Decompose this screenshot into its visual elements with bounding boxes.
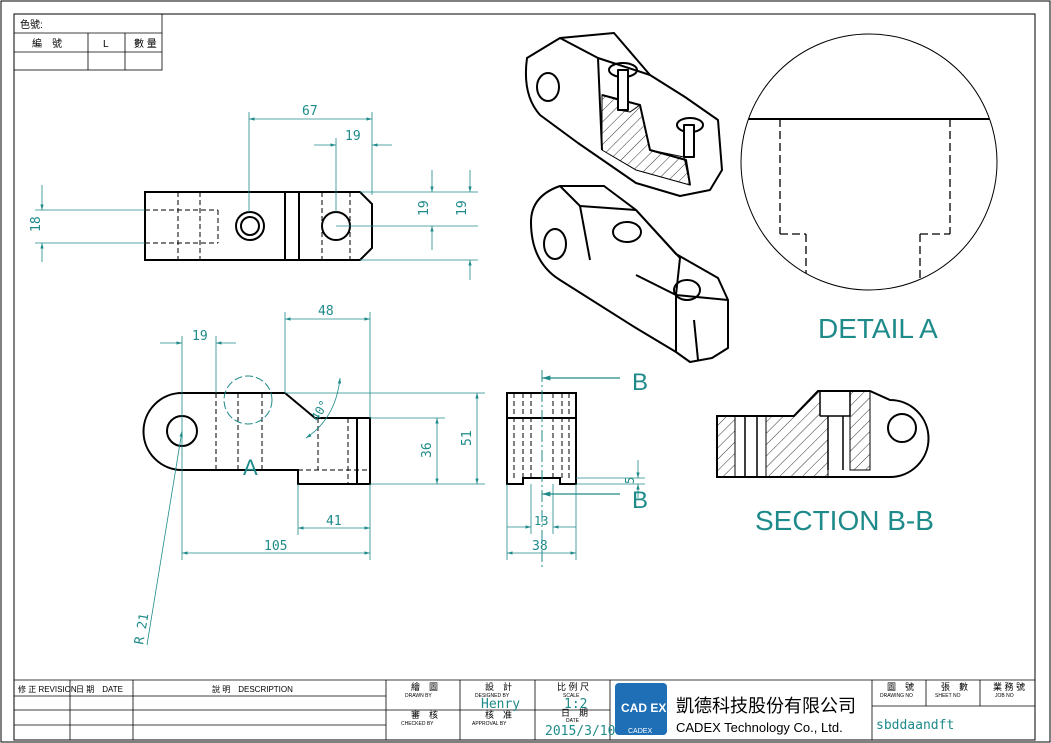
section-view <box>716 390 930 478</box>
dim-67: 67 <box>302 104 318 119</box>
designer-name: Henry <box>481 697 520 712</box>
dim-19-front: 19 <box>192 329 208 344</box>
section-title: SECTION B-B <box>755 505 934 536</box>
dim-36: 36 <box>420 442 435 458</box>
dim-41: 41 <box>326 514 342 529</box>
side-view-hidden <box>513 393 570 478</box>
dim-18: 18 <box>29 216 44 232</box>
section-hole-lines <box>744 391 851 477</box>
drawn-by-en: DRAWN BY <box>405 693 432 699</box>
drawing-no-label: 圖 號 <box>887 681 914 692</box>
isometric-view <box>530 185 729 363</box>
dim-5: 5 <box>623 477 637 484</box>
isometric-section-view <box>524 32 723 197</box>
front-view-dimensions <box>146 312 485 646</box>
dim-19-right-a: 19 <box>417 200 432 216</box>
drawing-value: sbddaandft <box>876 718 954 733</box>
side-view-dimensions <box>506 460 645 560</box>
col-no-header: 編 號 <box>32 37 62 50</box>
scale-value: 1:2 <box>564 697 587 712</box>
dim-angle: 40° <box>308 398 331 424</box>
drawn-by-label: 繪 圖 <box>411 681 438 692</box>
checked-by-en: CHECKED BY <box>401 721 434 727</box>
job-no-label: 業 務 號 <box>993 681 1025 692</box>
revision-header: 修 正 REVISION <box>18 684 77 694</box>
dim-r21: R 21 <box>132 612 152 645</box>
date-value: 2015/3/10 <box>545 724 615 739</box>
front-view-hidden <box>215 393 370 484</box>
col-qty-header: 數 量 <box>134 37 157 50</box>
detail-a-marker: A <box>243 455 258 480</box>
dim-48: 48 <box>318 304 334 319</box>
sheet-no-en: SHEET NO <box>935 693 961 699</box>
section-hatch-2 <box>765 390 829 478</box>
company-name-cn: 凱德科技股份有限公司 <box>676 696 856 716</box>
dim-51: 51 <box>460 430 475 446</box>
isometric-hatch-area <box>601 94 691 186</box>
detail-a-view <box>741 118 997 290</box>
dim-19-right-b: 19 <box>455 200 470 216</box>
company-name-en: CADEX Technology Co., Ltd. <box>676 720 843 735</box>
dim-38: 38 <box>532 539 548 554</box>
drawing-no-en: DRAWING NO <box>880 693 913 699</box>
top-view-hidden <box>145 192 351 260</box>
sheet-no-label: 張 數 <box>941 681 968 692</box>
dim-105: 105 <box>264 539 287 554</box>
col-l-header: L <box>103 39 109 50</box>
inner-border <box>13 13 1036 741</box>
scale-label: 比 例 尺 <box>557 681 589 692</box>
designed-by-label: 設 計 <box>485 681 512 692</box>
title-block-grid <box>14 679 1035 740</box>
date-header: 日 期 DATE <box>76 685 123 694</box>
approval-by-en: APPROVAL BY <box>472 721 507 727</box>
approval-by-label: 核 准 <box>485 709 512 720</box>
cadex-logo: CAD EX CADEX <box>615 683 667 735</box>
job-no-en: JOB NO <box>995 693 1014 699</box>
section-b-bottom-label: B <box>632 487 648 514</box>
section-b-top-label: B <box>632 369 648 396</box>
designed-by-en: DESIGNED BY <box>475 693 510 699</box>
section-hatch-3 <box>849 390 871 471</box>
date-label: 日 期 <box>561 708 588 718</box>
dim-19-top: 19 <box>345 129 361 144</box>
detail-a-circle <box>223 375 273 425</box>
part-table <box>13 13 163 71</box>
logo-caption: CADEX <box>628 728 652 735</box>
section-hatch-1 <box>716 415 736 478</box>
scale-en: SCALE <box>563 693 580 699</box>
date-en: DATE <box>566 718 580 724</box>
description-header: 說 明 DESCRIPTION <box>212 684 293 694</box>
detail-a-title: DETAIL A <box>818 313 938 344</box>
checked-by-label: 審 核 <box>411 709 438 720</box>
dim-13: 13 <box>534 514 548 528</box>
top-view-dimensions <box>35 112 478 280</box>
logo-text: CAD EX <box>621 701 666 715</box>
section-arrows <box>542 375 620 497</box>
detail-a-view-boundary <box>740 33 998 291</box>
color-no-label: 色號: <box>20 18 43 31</box>
